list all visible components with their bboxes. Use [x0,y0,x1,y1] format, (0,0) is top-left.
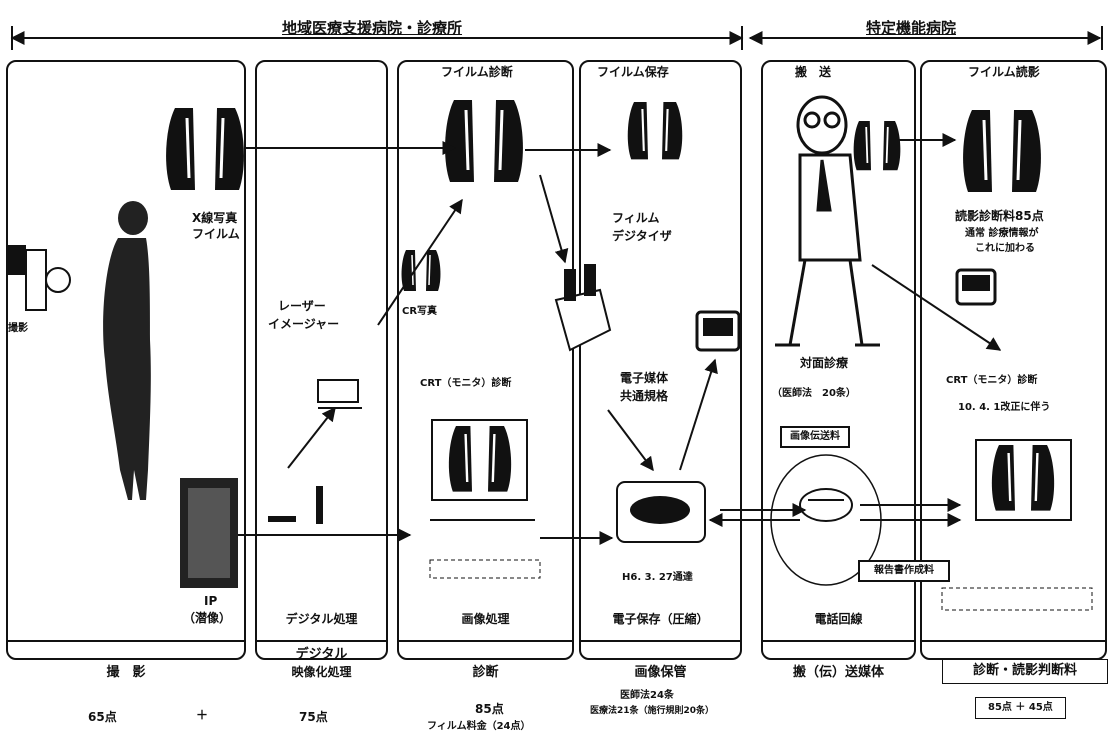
media-label-2: 共通規格 [620,389,669,403]
law-label-1: 医師法24条 [620,690,674,701]
law-label-2: 医療法21条（施行規則20条） [590,706,715,716]
xray-film-5 [852,120,902,172]
report-fee-box: 報告書作成料 [858,560,950,582]
phone-line-label: 電話回線 [814,612,863,626]
footer-digital-1: デジタル [295,647,348,662]
xray-film-6 [961,108,1043,194]
film-digitizer [554,264,612,352]
crt-diagnosis-label-3: CRT（モニタ）診断 [420,378,512,389]
footer-divider-5 [763,640,914,642]
panel-digital [255,60,388,660]
footer-divider-6 [922,640,1105,642]
monitor-crt-3 [429,419,541,579]
transport-title: 搬 送 [795,65,832,79]
footer-dokuei: 診断・読影判断料 [942,659,1108,684]
points-shindan: 85点 [475,702,504,716]
electronic-storage-label: 電子保存（圧縮） [612,612,709,626]
header-left-region: 地域医療支援病院・診療所 [282,19,463,37]
monitor-crt-6 [941,439,1093,611]
image-process-label: 画像処理 [461,612,510,626]
laser-imager-label-2: イメージャー [268,317,340,331]
footer-satsuei: 撮 影 [106,665,146,680]
footer-divider-2 [257,640,386,642]
reading-fee-label: 読影診断料85点 [955,209,1044,223]
patient-figure [103,201,151,500]
plus-sign: ＋ [196,708,209,722]
film-fee-label: フィルム料金（24点） [427,721,531,732]
digital-process-label: デジタル処理 [285,612,358,626]
film-storage-title: フイルム保存 [597,65,669,79]
header-span-right [748,26,1103,50]
face-consult-label-1: 対面診療 [800,356,849,370]
xray-machine [6,245,71,311]
panel-hokan [579,60,742,660]
footer-digital-2: 映像化処理 [291,665,352,679]
digitizer-label-1: フィルム [612,211,660,225]
header-span-left [10,26,744,50]
footer-divider-4 [581,640,740,642]
panel-shindan [397,60,574,660]
points-digital: 75点 [299,710,328,724]
footer-divider-1 [8,640,244,642]
digital-marks [268,486,323,524]
face-consult-label-2: （医師法 20条） [772,388,856,399]
reading-fee-note-2: これに加わる [975,243,1035,254]
ip-plate [180,478,238,588]
footer-divider-3 [399,640,572,642]
panel-hansou [761,60,916,660]
footer-shindan: 診断 [472,665,499,680]
xray-film-3 [443,98,525,184]
footer-hokan: 画像保管 [634,665,687,680]
notice-label: H6. 3. 27通達 [622,572,693,583]
xray-film-label-1: X線写真 [192,211,238,225]
flow-arrows [238,133,1002,545]
small-terminal-6 [955,268,997,306]
cr-photo-label: CR写真 [402,306,438,317]
crt-diagnosis-label-6: CRT（モニタ）診断 [946,375,1038,386]
header-right-region: 特定機能病院 [866,19,957,37]
satsuei-small-label: 撮影 [8,323,28,334]
ip-sub-label: （潜像） [183,611,232,625]
laser-imager-label-1: レーザー [278,299,326,313]
xray-film-cr [400,249,442,292]
footer-hansou: 搬（伝）送媒体 [792,665,884,680]
xray-film-label-2: フイルム [192,227,240,241]
laser-imager [317,379,362,409]
panel-satsuei [6,60,246,660]
digitizer-label-2: デジタイザ [612,229,672,243]
storage-disk [616,481,706,543]
points-satsuei: 65点 [88,710,117,724]
xray-film-4 [626,100,684,161]
film-diagnosis-title: フイルム診断 [441,65,513,79]
transfer-fee-box: 画像伝送料 [780,426,850,448]
film-reading-title: フイルム読影 [968,65,1040,79]
telephone [799,488,853,522]
walking-doctor [775,95,880,347]
revision-label: 10. 4. 1改正に伴う [958,402,1051,413]
small-terminal-4 [695,310,741,352]
media-label-1: 電子媒体 [620,371,669,385]
reading-fee-note-1: 通常 診療情報が [965,228,1039,239]
xray-film-1 [164,106,246,192]
ip-label: IP [204,594,218,608]
right-formula: 85点 ＋ 45点 [975,697,1066,719]
